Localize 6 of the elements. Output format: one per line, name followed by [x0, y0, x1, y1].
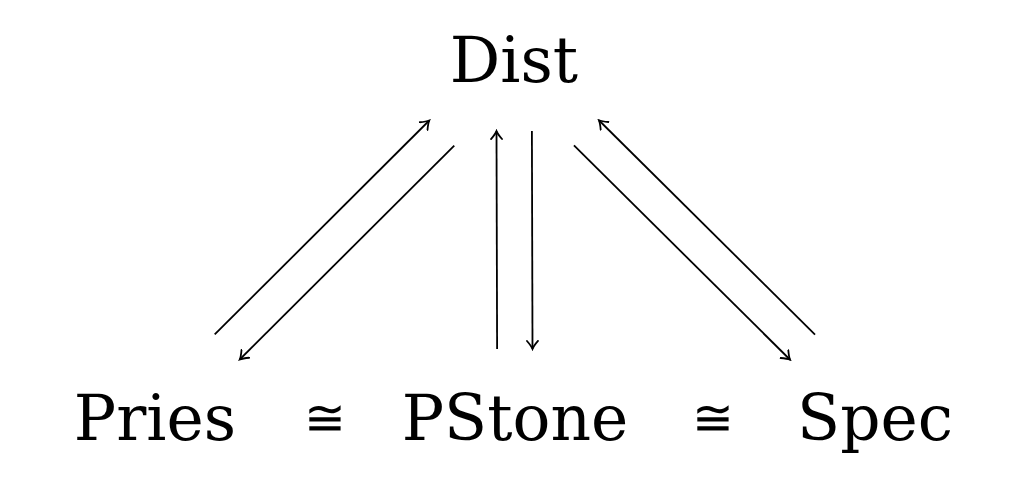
- category-label: Pries: [73, 382, 237, 456]
- category-label: Spec: [796, 382, 954, 456]
- isomorphism-sign: ≅: [692, 390, 734, 448]
- isomorphism-sign: ≅: [304, 390, 346, 448]
- category-label: PStone: [401, 382, 629, 456]
- category-label: Dist: [449, 24, 579, 98]
